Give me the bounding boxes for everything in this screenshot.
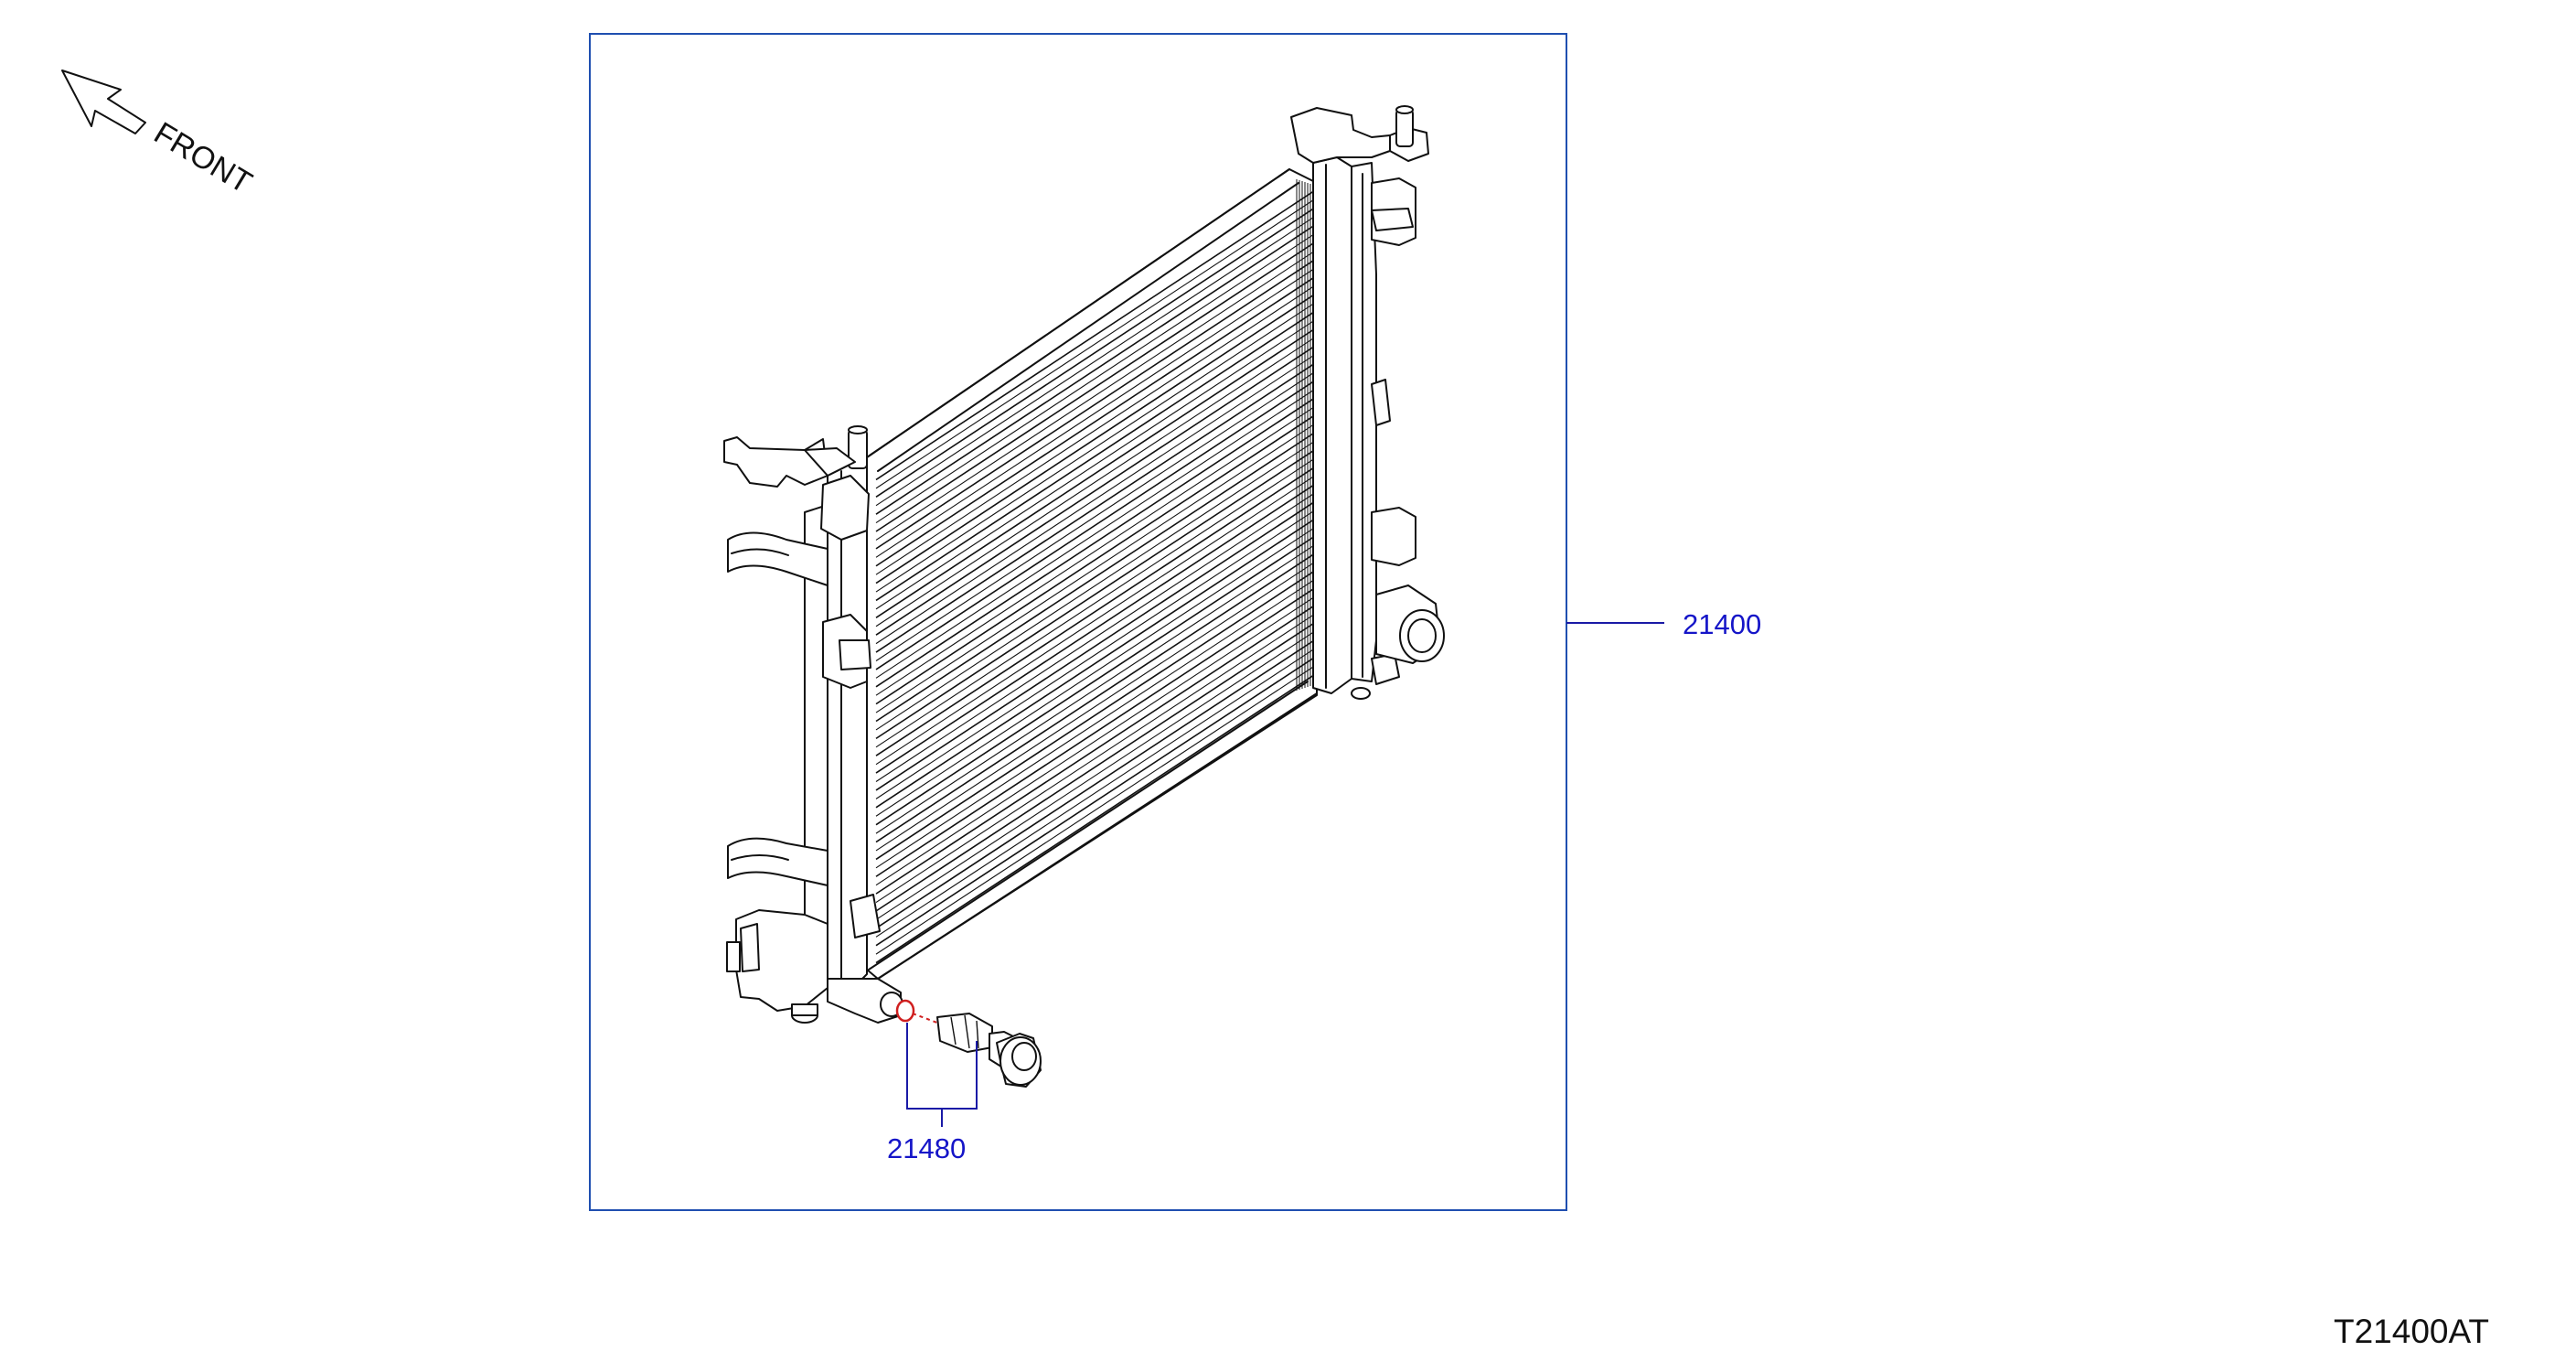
- radiator-tube-line: [875, 553, 1314, 843]
- radiator-tube-line: [875, 312, 1314, 602]
- radiator-tube-line: [875, 338, 1314, 627]
- radiator-tube-line: [875, 295, 1314, 584]
- radiator-tube-line: [875, 493, 1314, 782]
- radiator-tube-line: [875, 501, 1314, 791]
- radiator-tube-line: [875, 424, 1314, 713]
- radiator-tube-line: [875, 234, 1314, 524]
- radiator-tube-line: [875, 485, 1314, 774]
- radiator-tube-line: [875, 536, 1314, 826]
- radiator-tube-line: [875, 614, 1314, 904]
- radiator-tube-line: [875, 390, 1314, 679]
- diagram-code: T21400AT: [2334, 1313, 2489, 1350]
- left-tank: [723, 425, 903, 1024]
- radiator-tube-line: [875, 217, 1314, 507]
- radiator-tube-line: [875, 381, 1314, 670]
- drain-plug: [936, 1013, 1042, 1088]
- radiator-tube-line: [875, 303, 1314, 593]
- radiator-tube-line: [875, 372, 1314, 661]
- radiator-tube-line: [875, 269, 1314, 558]
- radiator-tube-line: [875, 398, 1314, 688]
- radiator-tube-line: [875, 450, 1314, 740]
- radiator-tube-line: [875, 252, 1314, 541]
- radiator-tube-line: [875, 467, 1314, 756]
- radiator-tube-line: [875, 208, 1314, 498]
- radiator-tube-line: [875, 199, 1314, 489]
- radiator-tube-line: [875, 649, 1314, 938]
- radiator-tube-line: [875, 242, 1314, 532]
- radiator-fins: [875, 179, 1314, 964]
- radiator-tube-line: [875, 545, 1314, 834]
- radiator-tube-line: [875, 588, 1314, 877]
- radiator-tube-line: [875, 441, 1314, 731]
- radiator-tube-line: [875, 190, 1314, 481]
- callout-label-21480[interactable]: 21480: [887, 1132, 966, 1164]
- radiator-tube-line: [875, 458, 1314, 748]
- radiator-tube-line: [875, 476, 1314, 766]
- front-label: FRONT: [148, 115, 258, 200]
- radiator-tube-line: [875, 623, 1314, 912]
- right-tank: [1290, 105, 1445, 700]
- drain-cock-assembly[interactable]: [895, 999, 1042, 1088]
- radiator-tube-line: [875, 631, 1314, 920]
- radiator-tube-line: [875, 285, 1314, 575]
- callout-21480[interactable]: 21480: [887, 1023, 978, 1164]
- callout-label-21400[interactable]: 21400: [1683, 608, 1761, 640]
- radiator-tube-line: [875, 433, 1314, 723]
- radiator-tube-line: [875, 407, 1314, 696]
- radiator-tube-line: [875, 260, 1314, 550]
- radiator-tube-line: [875, 606, 1314, 895]
- radiator-tube-line: [875, 346, 1314, 636]
- radiator-tube-line: [875, 563, 1314, 852]
- radiator-tube-line: [875, 415, 1314, 705]
- radiator-tube-line: [875, 320, 1314, 610]
- leader-bracket-21480: [906, 1023, 978, 1127]
- radiator-tube-line: [875, 657, 1314, 947]
- radiator-tube-line: [875, 640, 1314, 929]
- front-arrow-icon: [61, 70, 146, 134]
- radiator-tube-line: [875, 666, 1314, 955]
- radiator-core: [866, 168, 1318, 980]
- callout-21400[interactable]: 21400: [1566, 608, 1761, 640]
- radiator-tube-line: [875, 277, 1314, 567]
- radiator-tube-line: [875, 328, 1314, 618]
- radiator-tube-line: [875, 363, 1314, 653]
- radiator-tube-line: [875, 510, 1314, 799]
- radiator-tube-line: [875, 580, 1314, 869]
- radiator-tube-line: [875, 674, 1314, 964]
- radiator-tube-line: [875, 225, 1314, 515]
- radiator-tube-line: [875, 355, 1314, 645]
- radiator-assembly[interactable]: [723, 105, 1445, 1024]
- drain-o-ring: [895, 999, 915, 1023]
- radiator-tube-line: [875, 519, 1314, 809]
- radiator-tube-line: [875, 528, 1314, 817]
- radiator-tube-line: [875, 571, 1314, 861]
- radiator-tube-line: [875, 597, 1314, 886]
